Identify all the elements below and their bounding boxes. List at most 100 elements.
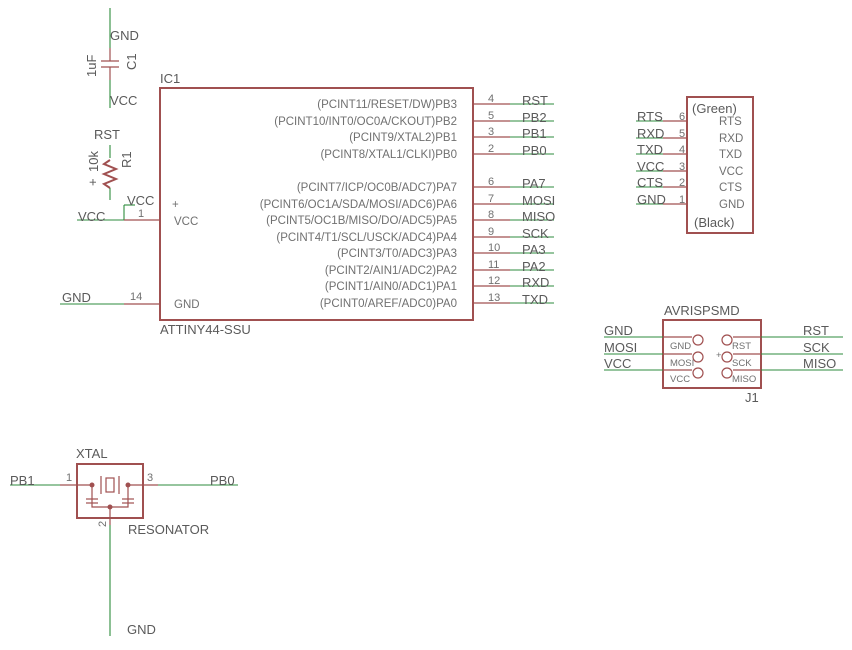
ic1-net-label: PB2 xyxy=(522,110,547,125)
xtal-resonator: XTAL RESONATOR 1 3 2 PB1 PB0 GND xyxy=(10,446,238,637)
isp-right-pin-name: SCK xyxy=(732,358,752,369)
ftdi-pin-name: RTS xyxy=(719,116,742,128)
xtal-crystal xyxy=(105,477,115,493)
ic1-net-label: PB0 xyxy=(522,143,547,158)
c1-gnd-net: GND xyxy=(110,28,139,43)
isp-plus-marker: + xyxy=(716,350,722,361)
gnd-net-label: GND xyxy=(62,290,91,305)
r1-zigzag xyxy=(101,159,119,189)
ic1-pin-number: 2 xyxy=(488,143,494,155)
ic1-pin-function: (PCINT2/AIN1/ADC2)PA2 xyxy=(325,265,457,277)
isp-left-pin-pad xyxy=(692,351,704,363)
xtal-gnd-net: GND xyxy=(127,622,156,637)
ic1-net-label: TXD xyxy=(522,292,548,307)
ic1-pin-number: 9 xyxy=(488,226,494,238)
ftdi-net-label: TXD xyxy=(637,142,663,157)
vcc-net-label-1: VCC xyxy=(78,209,105,224)
ftdi-pin-name: TXD xyxy=(719,149,742,161)
resistor-r1: RST 10k + R1 xyxy=(85,127,134,200)
ic1-pin-function: (PCINT11/RESET/DW)PB3 xyxy=(317,99,457,111)
ic1-pin-function: (PCINT7/ICP/OC0B/ADC7)PA7 xyxy=(297,182,457,194)
ftdi-net-label: CTS xyxy=(637,175,663,190)
ftdi-pin-name: CTS xyxy=(719,182,742,194)
ic1-vcc-pin-label: VCC xyxy=(174,216,198,228)
xtal-body xyxy=(76,463,144,519)
isp-left-pin-pad xyxy=(692,367,704,379)
ic1-pin-function: (PCINT0/AREF/ADC0)PA0 xyxy=(320,298,457,310)
ic1-pin-number: 4 xyxy=(488,93,494,105)
ic1-ref: IC1 xyxy=(160,71,180,86)
ftdi-pin-number: 5 xyxy=(679,128,685,140)
ftdi-pin-number: 4 xyxy=(679,144,685,156)
ic1-pin-function: (PCINT5/OC1B/MISO/DO/ADC5)PA5 xyxy=(266,215,457,227)
isp-right-net-label: RST xyxy=(803,323,829,338)
ftdi-net-label: RXD xyxy=(637,126,664,141)
c1-ref: C1 xyxy=(124,53,139,70)
ftdi-pin-number: 3 xyxy=(679,161,685,173)
isp-left-net-label: GND xyxy=(604,323,633,338)
isp-ref: J1 xyxy=(745,390,759,405)
ic1-pin-function: (PCINT3/T0/ADC3)PA3 xyxy=(337,248,457,260)
ftdi-pin-name: VCC xyxy=(719,166,743,178)
xtal-junction-left xyxy=(89,482,95,488)
ic1-net-label: PA2 xyxy=(522,259,546,274)
isp-left-pin-name: MOSI xyxy=(670,358,694,369)
ic1-net-label: MISO xyxy=(522,209,555,224)
xtal-caps-link xyxy=(91,485,129,508)
ic1-pin-number: 12 xyxy=(488,275,500,287)
ic1-pin-function: (PCINT8/XTAL1/CLKI)PB0 xyxy=(320,149,457,161)
isp-right-pin-name: RST xyxy=(732,341,751,352)
ic1-net-label: MOSI xyxy=(522,193,555,208)
xtal-pin2-number: 2 xyxy=(97,521,109,527)
xtal-junction-bottom xyxy=(107,504,113,510)
isp-left-net-label: VCC xyxy=(604,356,631,371)
xtal-pb0-net: PB0 xyxy=(210,473,235,488)
vcc-net-label-2: VCC xyxy=(127,193,154,208)
ftdi-black-label: (Black) xyxy=(694,215,734,230)
ic1-gnd-pin-label: GND xyxy=(174,299,200,311)
ftdi-pin-name: RXD xyxy=(719,133,743,145)
ftdi-pin-number: 6 xyxy=(679,111,685,123)
ic1-value: ATTINY44-SSU xyxy=(160,322,251,337)
ftdi-pin-number: 1 xyxy=(679,194,685,206)
xtal-pin1-number: 1 xyxy=(66,472,72,484)
ic1-pin-number: 11 xyxy=(488,259,499,271)
ic1-pin-function: (PCINT10/INT0/OC0A/CKOUT)PB2 xyxy=(274,116,457,128)
xtal-junction-right xyxy=(125,482,131,488)
ic1-pin-number: 8 xyxy=(488,209,494,221)
isp-title: AVRISPSMD xyxy=(664,303,740,318)
ic1-pin-function: (PCINT1/AIN0/ADC1)PA1 xyxy=(325,281,457,293)
isp-right-pin-pad xyxy=(721,351,733,363)
xtal-value: RESONATOR xyxy=(128,522,209,537)
isp-right-pin-pad xyxy=(721,334,733,346)
r1-ref: R1 xyxy=(119,151,134,168)
isp-right-net-label: SCK xyxy=(803,340,830,355)
ftdi-net-label: RTS xyxy=(637,109,663,124)
xtal-pb1-net: PB1 xyxy=(10,473,35,488)
isp-right-pin-name: MISO xyxy=(732,374,756,385)
ic1-pin-number: 7 xyxy=(488,193,494,205)
ic1-net-label: PB1 xyxy=(522,126,547,141)
ftdi-net-label: VCC xyxy=(637,159,664,174)
ic1-pin-number: 13 xyxy=(488,292,500,304)
ic1-net-label: SCK xyxy=(522,226,549,241)
isp-right-pin-pad xyxy=(721,367,733,379)
c1-value: 1uF xyxy=(84,55,99,77)
isp-left-pin-name: GND xyxy=(670,341,691,352)
ic1-pin-number: 10 xyxy=(488,242,500,254)
xtal-ref: XTAL xyxy=(76,446,108,461)
ic1-pin-number: 3 xyxy=(488,126,494,138)
ic1-vcc-wiring: VCC VCC 1 xyxy=(77,193,160,224)
ic1-net-label: PA7 xyxy=(522,176,546,191)
ftdi-body xyxy=(686,96,754,234)
ftdi-green-label: (Green) xyxy=(692,101,737,116)
ic1-gnd-wiring: GND 14 xyxy=(60,290,160,305)
ic1-net-label: RST xyxy=(522,93,548,108)
ic1-net-label: RXD xyxy=(522,275,549,290)
ftdi-net-label: GND xyxy=(637,192,666,207)
